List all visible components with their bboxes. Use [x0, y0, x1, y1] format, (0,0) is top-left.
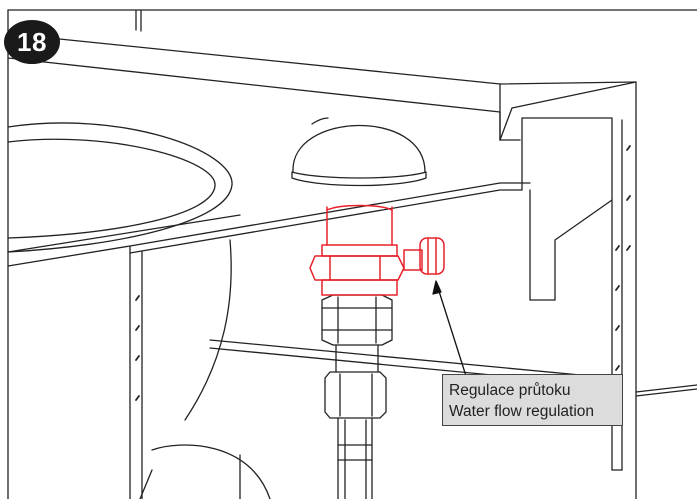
countertop: [7, 35, 637, 267]
right-panel: [499, 81, 697, 499]
outer-frame: [7, 9, 697, 499]
hatching: [135, 145, 631, 401]
callout-arrow: [432, 280, 467, 377]
pipe-assembly: [321, 294, 393, 499]
callout-line-english: Water flow regulation: [449, 403, 595, 420]
step-number: 18: [17, 26, 47, 57]
flow-regulation-valve: [309, 204, 445, 296]
callout-line-czech: Regulace průtoku: [449, 382, 571, 399]
dome-cap: [291, 117, 427, 187]
step-number-badge: 18: [4, 20, 60, 64]
callout-label: Regulace průtoku Water flow regulation: [442, 374, 623, 426]
